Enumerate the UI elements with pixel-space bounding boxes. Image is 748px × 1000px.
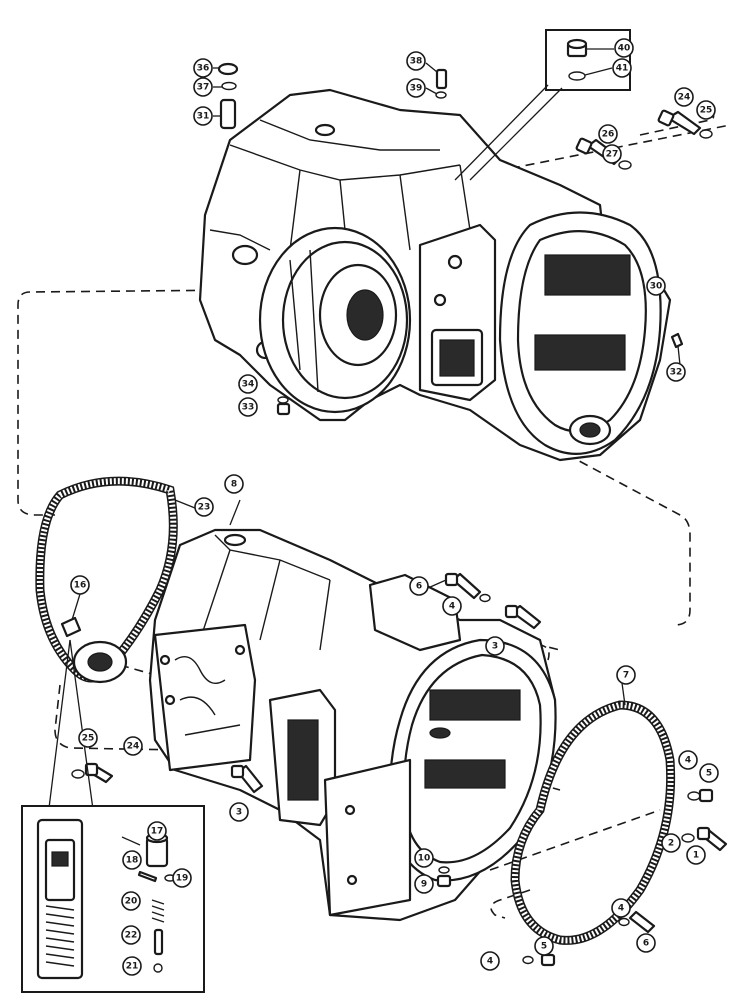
- svg-text:16: 16: [74, 581, 87, 591]
- callout-22: 22: [121, 925, 141, 945]
- svg-text:27: 27: [606, 150, 619, 160]
- callout-6: 6: [636, 933, 656, 953]
- callout-4: 4: [442, 596, 462, 616]
- svg-text:34: 34: [242, 380, 255, 390]
- callout-19: 19: [172, 868, 192, 888]
- callout-34: 34: [238, 374, 258, 394]
- callout-25: 25: [78, 728, 98, 748]
- svg-text:36: 36: [197, 64, 210, 74]
- svg-text:30: 30: [650, 282, 663, 292]
- svg-text:20: 20: [125, 897, 138, 907]
- svg-text:38: 38: [410, 57, 423, 67]
- svg-text:19: 19: [176, 874, 189, 884]
- callout-18: 18: [122, 850, 142, 870]
- callout-4: 4: [480, 951, 500, 971]
- callout-32: 32: [666, 362, 686, 382]
- upper-transmission-housing: [198, 88, 672, 462]
- callout-16: 16: [70, 575, 90, 595]
- svg-text:3: 3: [492, 642, 498, 652]
- callout-17: 17: [147, 821, 167, 841]
- svg-text:5: 5: [706, 769, 712, 779]
- callout-24: 24: [123, 736, 143, 756]
- svg-text:24: 24: [127, 742, 140, 752]
- front-gasket: [510, 700, 676, 945]
- callout-21: 21: [122, 956, 142, 976]
- svg-text:18: 18: [126, 856, 139, 866]
- callout-8: 8: [224, 474, 244, 494]
- callout-31: 31: [193, 106, 213, 126]
- callout-2: 2: [661, 833, 681, 853]
- svg-text:8: 8: [231, 480, 237, 490]
- svg-text:32: 32: [670, 368, 683, 378]
- callout-5: 5: [699, 763, 719, 783]
- svg-text:5: 5: [541, 942, 547, 952]
- callout-20: 20: [121, 891, 141, 911]
- svg-text:4: 4: [618, 904, 624, 914]
- svg-text:2: 2: [668, 839, 674, 849]
- callout-5: 5: [534, 936, 554, 956]
- svg-text:4: 4: [685, 756, 691, 766]
- svg-text:9: 9: [421, 880, 427, 890]
- callout-38: 38: [406, 51, 426, 71]
- rear-gasket: [35, 476, 178, 684]
- svg-text:25: 25: [82, 734, 95, 744]
- svg-text:39: 39: [410, 84, 423, 94]
- callout-7: 7: [616, 665, 636, 685]
- svg-text:10: 10: [418, 854, 431, 864]
- hardware-parts: [60, 62, 728, 967]
- callout-33: 33: [238, 397, 258, 417]
- callout-3: 3: [485, 636, 505, 656]
- valve-inset-box: [21, 639, 205, 993]
- callout-1: 1: [686, 845, 706, 865]
- callout-3: 3: [229, 802, 249, 822]
- svg-text:25: 25: [700, 106, 713, 116]
- svg-text:22: 22: [125, 931, 138, 941]
- svg-text:6: 6: [416, 582, 422, 592]
- callout-27: 27: [602, 144, 622, 164]
- callout-23: 23: [194, 497, 214, 517]
- callout-37: 37: [193, 77, 213, 97]
- svg-text:3: 3: [236, 808, 242, 818]
- svg-text:33: 33: [242, 403, 255, 413]
- svg-text:6: 6: [643, 939, 649, 949]
- callout-25: 25: [696, 100, 716, 120]
- svg-text:23: 23: [198, 503, 211, 513]
- svg-text:31: 31: [197, 112, 210, 122]
- svg-text:40: 40: [618, 44, 631, 54]
- svg-text:41: 41: [616, 64, 629, 74]
- svg-text:37: 37: [197, 83, 210, 93]
- callout-10: 10: [414, 848, 434, 868]
- callout-4: 4: [678, 750, 698, 770]
- drain-plug-inset-box: [454, 29, 631, 181]
- callout-6: 6: [409, 576, 429, 596]
- callout-4: 4: [611, 898, 631, 918]
- svg-text:1: 1: [693, 851, 699, 861]
- callout-39: 39: [406, 78, 426, 98]
- callout-40: 40: [614, 38, 634, 58]
- svg-text:4: 4: [449, 602, 455, 612]
- callout-30: 30: [646, 276, 666, 296]
- svg-text:21: 21: [126, 962, 139, 972]
- svg-text:24: 24: [678, 93, 691, 103]
- callout-41: 41: [612, 58, 632, 78]
- svg-text:7: 7: [623, 671, 629, 681]
- callout-26: 26: [598, 124, 618, 144]
- callout-36: 36: [193, 58, 213, 78]
- svg-text:17: 17: [151, 827, 164, 837]
- callout-24: 24: [674, 87, 694, 107]
- svg-text:4: 4: [487, 957, 493, 967]
- callout-9: 9: [414, 874, 434, 894]
- svg-text:26: 26: [602, 130, 615, 140]
- lower-clutch-housing: [148, 528, 557, 922]
